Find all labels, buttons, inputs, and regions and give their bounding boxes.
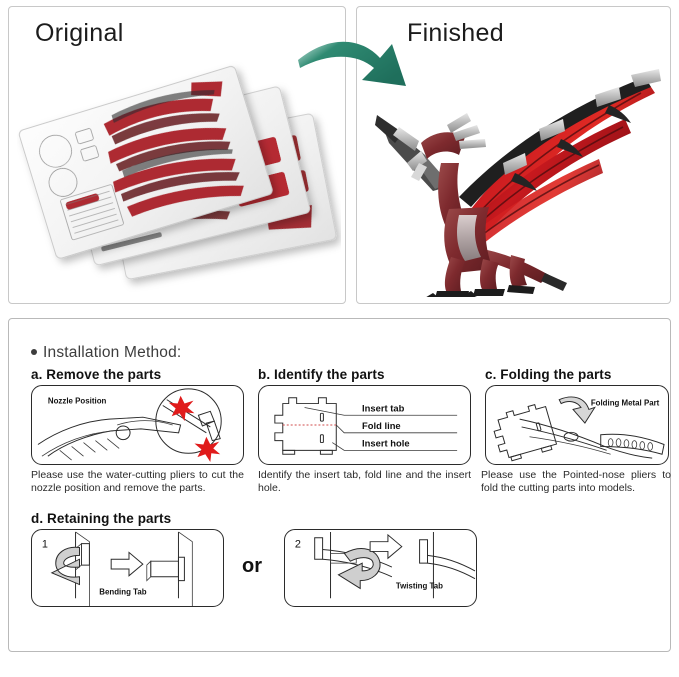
insert-tab-label: Insert tab [362, 403, 405, 413]
step-a-title: a. Remove the parts [31, 367, 162, 382]
step-d-panel-2-figure: 2 Twisting Tab [284, 529, 477, 607]
step-b-title: b. Identify the parts [258, 367, 385, 382]
fold-line-label: Fold line [362, 421, 401, 431]
twisting-tab-label: Twisting Tab [396, 582, 443, 591]
instructions-panel: Installation Method: a. Remove the parts [8, 318, 671, 652]
finished-title: Finished [407, 19, 504, 47]
folding-metal-part-label: Folding Metal Part [591, 399, 660, 408]
bullet-icon [31, 349, 37, 355]
insert-hole-label: Insert hole [362, 439, 410, 449]
metal-parts-sheets-image [17, 59, 341, 299]
step-d-panel-1-figure: 1 Bending Tab [31, 529, 224, 607]
step-c-caption: Please use the Pointed-nose pliers to fo… [481, 469, 671, 494]
step-d-panel-1-number: 1 [42, 539, 48, 551]
step-c-title: c. Folding the parts [485, 367, 612, 382]
step-a-caption: Please use the water-cutting pliers to c… [31, 469, 244, 494]
finished-panel: Finished [356, 6, 671, 304]
step-a-figure: Nozzle Position [31, 385, 244, 465]
bending-tab-label: Bending Tab [99, 587, 146, 596]
installation-method-heading: Installation Method: [31, 344, 181, 362]
step-c-figure: Folding Metal Part [485, 385, 669, 465]
dragon-model-image [363, 59, 667, 297]
nozzle-position-label: Nozzle Position [48, 397, 107, 406]
step-d-title: d. Retaining the parts [31, 511, 172, 526]
installation-method-text: Installation Method: [43, 344, 182, 361]
original-panel: Original [8, 6, 346, 304]
or-separator: or [242, 555, 262, 577]
step-b-figure: Insert tab Fold line Insert hole [258, 385, 471, 465]
step-d-panel-2-number: 2 [295, 539, 301, 551]
showcase-row: Original [8, 6, 671, 306]
step-b-caption: Identify the insert tab, fold line and t… [258, 469, 471, 494]
original-title: Original [35, 19, 124, 47]
